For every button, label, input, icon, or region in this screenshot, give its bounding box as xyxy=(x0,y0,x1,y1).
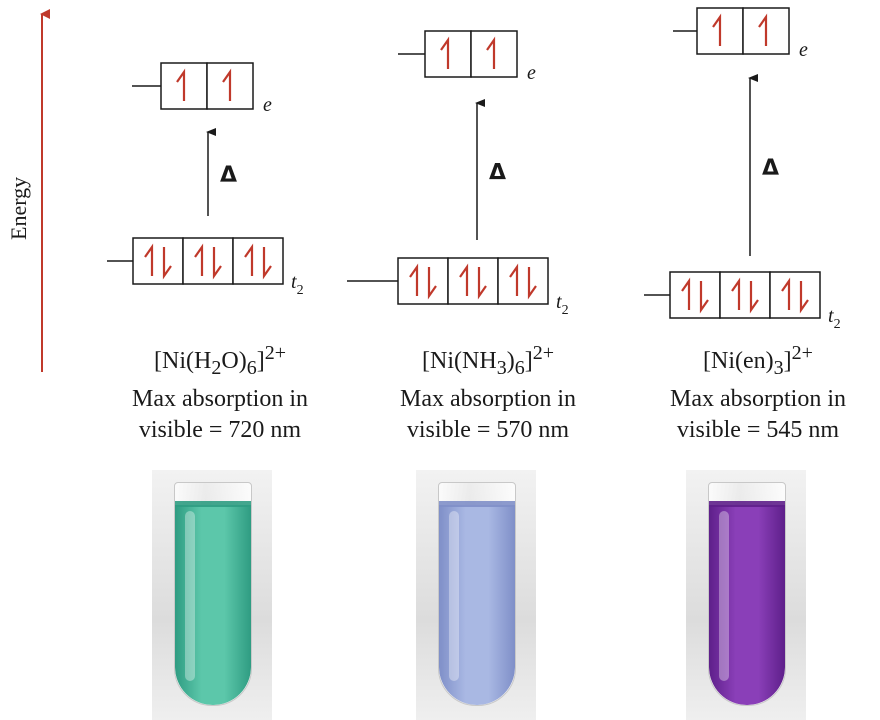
complex-2-t2-subscript: 2 xyxy=(562,303,569,318)
complex-1-caption: [Ni(H2O)6]2+ Max absorption in visible =… xyxy=(100,338,340,446)
complex-2-t2-spin-down-arrow xyxy=(527,267,537,300)
complex-2-t2-orbital-box xyxy=(447,257,499,305)
solution-2 xyxy=(439,505,515,705)
complex-2-t2-orbital-box xyxy=(397,257,449,305)
complex-1-t2-subscript: 2 xyxy=(297,283,304,298)
complex-1-t2-spin-up-arrow xyxy=(244,243,254,276)
complex-2-e-spin-up-arrow xyxy=(440,36,450,69)
complex-3-t2-label: t2 xyxy=(828,305,841,332)
complex-3-e-spin-up-arrow xyxy=(712,13,722,46)
complex-1-t2-orbital-box xyxy=(182,237,234,285)
complex-1-t2-spin-up-arrow xyxy=(194,243,204,276)
energy-level-diagram: e t2 Δe t2 Δe t2 Δ xyxy=(40,7,841,372)
solution-1 xyxy=(175,505,251,705)
complex-3-t2-orbital-box xyxy=(669,271,721,319)
complex-3-t2-subscript: 2 xyxy=(834,317,841,332)
complex-1-e-spin-up-arrow xyxy=(176,68,186,101)
complex-3-e-label: e xyxy=(799,39,808,61)
complex-3-t2-orbital-box xyxy=(719,271,771,319)
complex-3-caption: [Ni(en)3]2+ Max absorption in visible = … xyxy=(638,338,878,446)
complex-3-t2-spin-down-arrow xyxy=(799,281,809,314)
complex-2-t2-spin-down-arrow xyxy=(427,267,437,300)
energy-axis-label: Energy xyxy=(6,176,31,240)
complex-1-t2-orbital-box xyxy=(232,237,284,285)
complex-1-t2-spin-down-arrow xyxy=(162,247,172,280)
complex-1-t2-orbital-box xyxy=(132,237,184,285)
complex-2-t2-spin-up-arrow xyxy=(459,263,469,296)
complex-1-formula: [Ni(H2O)6]2+ xyxy=(154,342,286,379)
complex-3-t2-spin-up-arrow xyxy=(781,277,791,310)
orbital-levels: e t2 Δe t2 Δe t2 Δ xyxy=(107,7,841,332)
complex-3-delta-label: Δ xyxy=(762,156,779,181)
complex-1-e-spin-up-arrow xyxy=(222,68,232,101)
complex-1-t2-spin-up-arrow xyxy=(144,243,154,276)
complex-1-line1: Max absorption in xyxy=(132,385,308,412)
complex-3-formula: [Ni(en)3]2+ xyxy=(703,342,813,379)
complex-2-t2-spin-down-arrow xyxy=(477,267,487,300)
complex-3-line2: visible = 545 nm xyxy=(676,416,840,443)
complex-1-delta-label: Δ xyxy=(220,163,237,188)
complex-3-t2-orbital-box xyxy=(769,271,821,319)
complex-2-t2-spin-up-arrow xyxy=(409,263,419,296)
complex-2-caption: [Ni(NH3)6]2+ Max absorption in visible =… xyxy=(368,338,608,446)
complex-3-t2-spin-down-arrow xyxy=(699,281,709,314)
complex-1-t2-spin-down-arrow xyxy=(262,247,272,280)
test-tube-2 xyxy=(416,470,536,720)
complex-2-t2-orbital-box xyxy=(497,257,549,305)
complex-2-delta-label: Δ xyxy=(489,161,506,186)
complex-2-t2-label: t2 xyxy=(556,291,569,318)
complex-1-t2-label: t2 xyxy=(291,271,304,298)
complex-2-formula: [Ni(NH3)6]2+ xyxy=(422,342,554,379)
complex-3-t2-spin-down-arrow xyxy=(749,281,759,314)
test-tube-1 xyxy=(152,470,272,720)
complex-2-line2: visible = 570 nm xyxy=(406,416,570,443)
complex-2-t2-spin-up-arrow xyxy=(509,263,519,296)
complex-2-line1: Max absorption in xyxy=(400,385,576,412)
complex-1-e-label: e xyxy=(263,94,272,116)
complex-3-e-spin-up-arrow xyxy=(758,13,768,46)
complex-3-t2-spin-up-arrow xyxy=(681,277,691,310)
complex-3-line1: Max absorption in xyxy=(670,385,846,412)
test-tube-3 xyxy=(686,470,806,720)
solution-3 xyxy=(709,505,785,705)
complex-2-e-spin-up-arrow xyxy=(486,36,496,69)
complex-3-t2-spin-up-arrow xyxy=(731,277,741,310)
complex-1-t2-spin-down-arrow xyxy=(212,247,222,280)
complex-2-e-label: e xyxy=(527,62,536,84)
complex-1-line2: visible = 720 nm xyxy=(138,416,302,443)
